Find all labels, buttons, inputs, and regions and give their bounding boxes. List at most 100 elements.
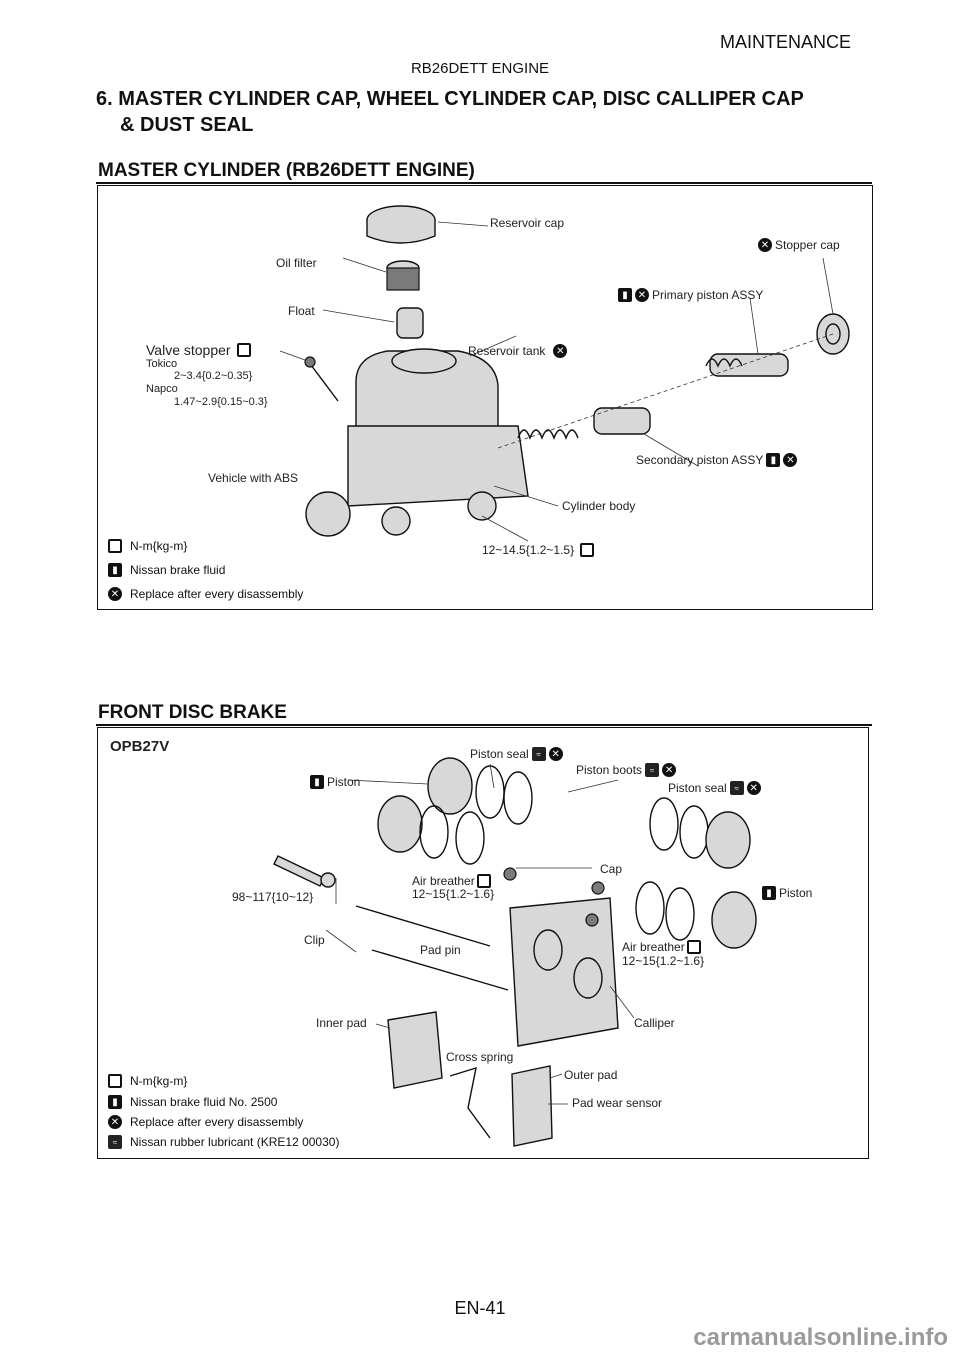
air-breather-2-torque: 12~15{1.2~1.6} [622, 954, 705, 968]
air-breather-1-label: Air breather [412, 874, 475, 888]
piston-seal-right-callout: Piston seal ≈ ✕ [668, 781, 761, 795]
stopper-cap-callout: ✕ Stopper cap [758, 238, 840, 252]
torque-icon [236, 343, 251, 357]
replace-icon: ✕ [635, 288, 649, 302]
vehicle-abs-label: Vehicle with ABS [208, 471, 299, 485]
torque-icon [108, 1074, 122, 1088]
page-number: EN-41 [454, 1298, 506, 1318]
piston-seal-top-callout: Piston seal ≈ ✕ [470, 747, 563, 761]
bolt-torque-label: 98~117{10~12} [232, 890, 314, 904]
replace-icon: ✕ [662, 763, 677, 777]
engine-header: RB26DETT ENGINE [410, 60, 550, 77]
replace-icon: ✕ [783, 453, 798, 467]
cylinder-torque-label: 12~14.5{1.2~1.5} [482, 543, 575, 557]
reservoir-tank-label: Reservoir tank [468, 344, 546, 358]
legend-torque-text: N-m{kg-m} [130, 1074, 188, 1088]
air-breather-1-callout: Air breather [412, 874, 491, 888]
air-breather-2-callout: Air breather [622, 940, 701, 954]
heading-rule [96, 724, 872, 726]
legend-brake-fluid-text: Nissan brake fluid No. 2500 [130, 1095, 278, 1109]
stopper-cap-label: Stopper cap [775, 238, 840, 252]
secondary-piston-callout: Secondary piston ASSY ▮ ✕ [636, 453, 798, 467]
replace-icon: ✕ [553, 344, 568, 358]
pad-pin-label: Pad pin [420, 943, 461, 957]
piston-right-callout: ▮ Piston [762, 886, 812, 900]
torque-icon [108, 539, 122, 553]
tokico-label: Tokico [146, 358, 178, 370]
rubber-lubricant-icon: ≈ [108, 1135, 122, 1149]
valve-stopper-callout: Valve stopper [146, 342, 251, 358]
outer-pad-label: Outer pad [564, 1068, 618, 1082]
front-disc-diagram: OPB27V Piston seal ≈ ✕ Piston boots ≈ ✕ … [97, 727, 869, 1159]
legend-brake-fluid: ▮ Nissan brake fluid No. 2500 [108, 1095, 277, 1109]
title-line-2: & DUST SEAL [120, 114, 254, 136]
valve-stopper-label: Valve stopper [146, 342, 231, 358]
piston-left-label: Piston [327, 775, 361, 789]
brake-fluid-icon: ▮ [766, 453, 781, 467]
secondary-piston-label: Secondary piston ASSY [636, 453, 764, 467]
pad-wear-sensor-label: Pad wear sensor [572, 1096, 663, 1110]
torque-icon [476, 874, 491, 888]
piston-seal-right-label: Piston seal [668, 781, 727, 795]
calliper-label: Calliper [634, 1016, 675, 1030]
front-disc-heading: FRONT DISC BRAKE [98, 702, 287, 723]
legend-torque: N-m{kg-m} [108, 1074, 187, 1088]
legend-torque-text: N-m{kg-m} [130, 539, 188, 553]
piston-boots-callout: Piston boots ≈ ✕ [576, 763, 677, 777]
cap-label: Cap [600, 862, 623, 876]
piston-left-callout: ▮ Piston [310, 775, 360, 789]
float-label: Float [288, 304, 315, 318]
front-disc-drawing [273, 757, 757, 1147]
brake-fluid-icon: ▮ [762, 886, 776, 900]
napco-label: Napco [146, 383, 178, 395]
legend-replace-text: Replace after every disassembly [130, 587, 304, 601]
page-title: 6. MASTER CYLINDER CAP, WHEEL CYLINDER C… [96, 86, 804, 138]
napco-torque: 1.47~2.9{0.15~0.3} [174, 396, 268, 408]
master-cylinder-heading: MASTER CYLINDER (RB26DETT ENGINE) [98, 160, 475, 181]
replace-icon: ✕ [108, 587, 122, 601]
reservoir-cap-label: Reservoir cap [490, 216, 565, 230]
legend-replace: ✕ Replace after every disassembly [108, 1115, 303, 1129]
piston-right-label: Piston [779, 886, 813, 900]
air-breather-2-label: Air breather [622, 940, 685, 954]
title-line-1: 6. MASTER CYLINDER CAP, WHEEL CYLINDER C… [96, 88, 804, 110]
piston-seal-top-label: Piston seal [470, 747, 529, 761]
reservoir-tank-callout: Reservoir tank ✕ [468, 344, 568, 358]
replace-icon: ✕ [758, 238, 772, 252]
master-cylinder-diagram: Reservoir cap ✕ Stopper cap Oil filter ▮… [97, 185, 873, 610]
piston-boots-label: Piston boots [576, 763, 643, 777]
torque-icon [686, 940, 701, 954]
inner-pad-label: Inner pad [316, 1016, 367, 1030]
watermark: carmanualsonline.info [693, 1324, 948, 1351]
section-header: MAINTENANCE [720, 32, 852, 52]
legend-replace-text: Replace after every disassembly [130, 1115, 304, 1129]
legend-lubricant-text: Nissan rubber lubricant (KRE12 00030) [130, 1135, 340, 1149]
heading-rule [96, 182, 872, 184]
legend-replace: ✕ Replace after every disassembly [108, 587, 303, 601]
legend-torque: N-m{kg-m} [108, 539, 187, 553]
brake-fluid-icon: ▮ [108, 1095, 122, 1109]
tokico-torque: 2~3.4{0.2~0.35} [174, 370, 253, 382]
replace-icon: ✕ [746, 781, 761, 795]
cylinder-body-label: Cylinder body [562, 499, 636, 513]
torque-icon [580, 543, 595, 557]
brake-fluid-icon: ▮ [108, 563, 122, 577]
brake-fluid-icon: ▮ [618, 288, 632, 302]
replace-icon: ✕ [108, 1115, 122, 1129]
cylinder-torque-callout: 12~14.5{1.2~1.5} [482, 543, 595, 557]
oil-filter-label: Oil filter [276, 256, 317, 270]
master-cylinder-drawing [279, 205, 850, 542]
rubber-lubricant-icon: ≈ [531, 747, 546, 761]
primary-piston-label: Primary piston ASSY [652, 288, 764, 302]
clip-label: Clip [304, 933, 325, 947]
legend-lubricant: ≈ Nissan rubber lubricant (KRE12 00030) [108, 1135, 339, 1149]
brake-fluid-icon: ▮ [310, 775, 324, 789]
model-label: OPB27V [110, 738, 170, 755]
rubber-lubricant-icon: ≈ [645, 763, 660, 777]
replace-icon: ✕ [548, 747, 563, 761]
legend-brake-fluid-text: Nissan brake fluid [130, 563, 226, 577]
cross-spring-label: Cross spring [446, 1050, 514, 1064]
air-breather-1-torque: 12~15{1.2~1.6} [412, 887, 495, 901]
primary-piston-callout: ▮ ✕ Primary piston ASSY [618, 288, 763, 302]
rubber-lubricant-icon: ≈ [729, 781, 744, 795]
